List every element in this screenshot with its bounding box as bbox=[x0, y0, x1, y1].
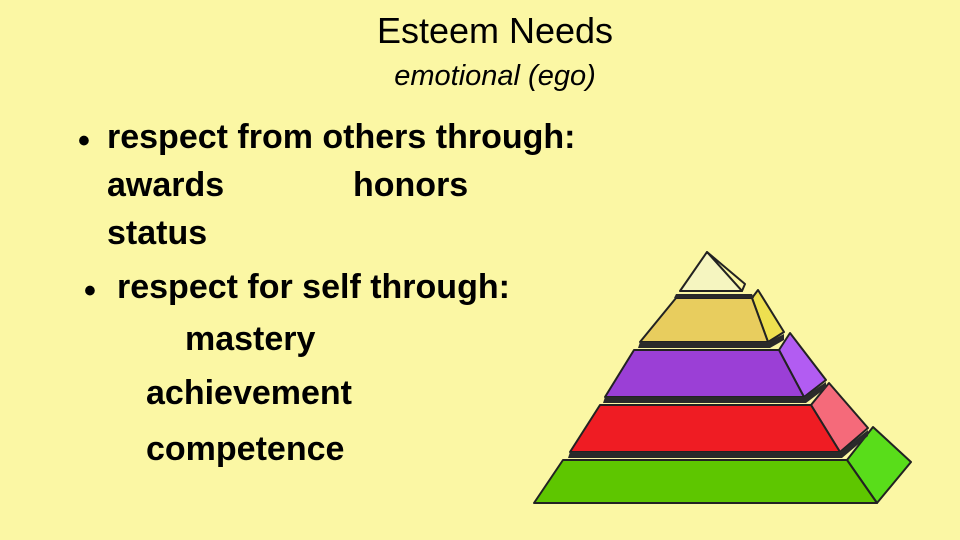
bullet-marker: • bbox=[78, 122, 90, 160]
pyramid-ledge-2 bbox=[638, 334, 784, 348]
pyramid-level-5 bbox=[533, 426, 912, 504]
pyramid-level-3 bbox=[604, 332, 827, 398]
list-item-status: status bbox=[107, 214, 208, 252]
pyramid-level-2-face bbox=[639, 297, 769, 343]
pyramid-level-4 bbox=[569, 382, 869, 453]
bullet-text-respect-others: respect from others through: bbox=[107, 118, 576, 156]
page-title: Esteem Needs bbox=[376, 10, 614, 51]
page-subtitle: emotional (ego) bbox=[394, 60, 596, 92]
list-item-achievement: achievement bbox=[146, 374, 352, 412]
pyramid-ledge-3 bbox=[603, 382, 826, 403]
list-item-mastery: mastery bbox=[185, 320, 316, 358]
pyramid-level-4-face bbox=[569, 404, 841, 453]
pyramid-level-1-face bbox=[679, 251, 743, 292]
bullet-text-respect-self: respect for self through: bbox=[117, 268, 510, 306]
bullet-marker: • bbox=[84, 272, 96, 310]
pyramid-ledge-4 bbox=[568, 430, 868, 458]
pyramid-level-1 bbox=[679, 251, 746, 292]
list-item-awards: awards bbox=[107, 166, 225, 204]
pyramid-level-3-face bbox=[604, 349, 805, 398]
pyramid-level-5-face bbox=[533, 459, 878, 504]
list-item-competence: competence bbox=[146, 430, 345, 468]
list-item-honors: honors bbox=[353, 166, 469, 204]
pyramid-ledge-1 bbox=[674, 294, 754, 298]
